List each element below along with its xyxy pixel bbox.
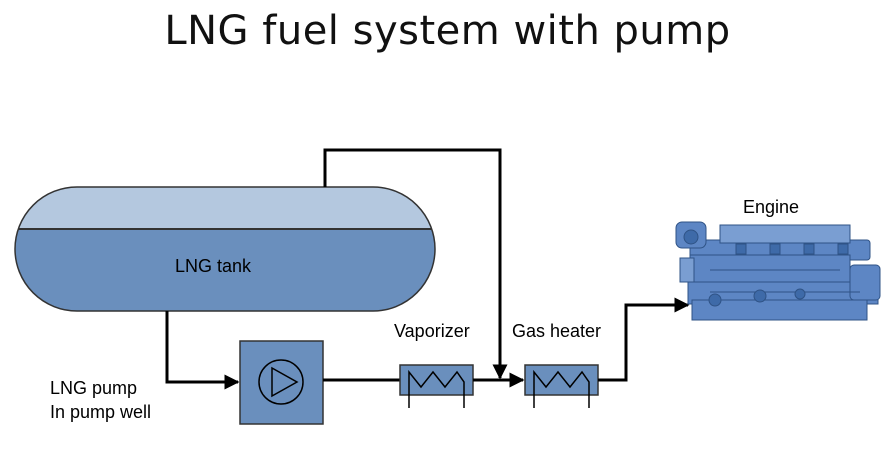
vaporizer	[399, 364, 474, 408]
vaporizer-label: Vaporizer	[394, 321, 470, 341]
lng-pump	[239, 340, 324, 425]
engine-supply-line	[598, 297, 690, 382]
pump-label-line2: In pump well	[50, 402, 152, 422]
tank-label: LNG tank	[175, 256, 252, 276]
gas-heater-label: Gas heater	[512, 321, 602, 341]
lng-tank	[14, 186, 436, 312]
pump-label-line1: LNG pump	[50, 378, 138, 398]
engine-label: Engine	[743, 197, 800, 217]
gas-heater	[524, 364, 599, 408]
engine-icon	[675, 221, 881, 321]
vapor-line	[323, 148, 508, 380]
diagram-title: LNG fuel system with pump	[164, 8, 731, 54]
tank-outlet-line	[165, 311, 240, 390]
